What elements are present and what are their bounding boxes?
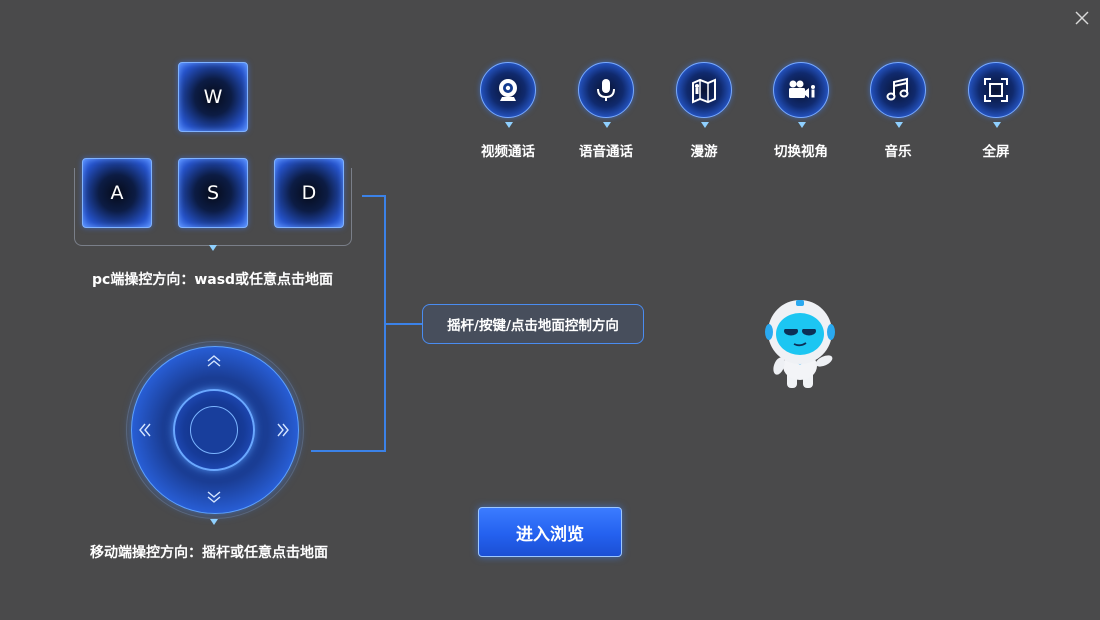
feature-voice-call[interactable]: 语音通话: [566, 62, 646, 162]
feature-indicator-icon: [798, 122, 806, 128]
enter-browse-button[interactable]: 进入浏览: [478, 507, 622, 557]
feature-label: 漫游: [690, 144, 718, 160]
connector-line-top: [362, 195, 386, 197]
key-s[interactable]: S: [178, 158, 248, 228]
key-w[interactable]: W: [178, 62, 248, 132]
webcam-icon: [480, 62, 536, 118]
feature-indicator-icon: [993, 122, 1001, 128]
microphone-icon: [578, 62, 634, 118]
feature-roaming[interactable]: 漫游: [664, 62, 744, 162]
pc-control-hint: pc端操控方向：wasd或任意点击地面: [92, 272, 334, 288]
close-icon: [1075, 11, 1089, 25]
fullscreen-icon: [968, 62, 1024, 118]
joystick-down-arrow-icon: [207, 491, 221, 503]
feature-label: 语音通话: [579, 144, 633, 160]
feature-indicator-icon: [505, 122, 513, 128]
feature-indicator-icon: [603, 122, 611, 128]
joystick-knob-center: [190, 406, 238, 454]
feature-label: 视频通话: [481, 144, 535, 160]
mascot-astronaut-icon: [765, 300, 835, 388]
feature-label: 音乐: [884, 144, 912, 160]
feature-indicator-icon: [895, 122, 903, 128]
key-d[interactable]: D: [274, 158, 344, 228]
feature-fullscreen[interactable]: 全屏: [956, 62, 1036, 162]
feature-label: 切换视角: [774, 144, 828, 160]
joystick-up-arrow-icon: [207, 355, 221, 367]
joystick-indicator-icon: [210, 519, 218, 525]
key-a[interactable]: A: [82, 158, 152, 228]
joystick-right-arrow-icon: [277, 423, 289, 437]
joystick-outer-ring: [126, 341, 304, 519]
joystick-left-arrow-icon: [139, 423, 151, 437]
feature-video-call[interactable]: 视频通话: [468, 62, 548, 162]
feature-label: 全屏: [982, 144, 1010, 160]
keyboard-indicator-icon: [209, 245, 217, 251]
camera-person-icon: [773, 62, 829, 118]
music-note-icon: [870, 62, 926, 118]
connector-line-bottom: [311, 450, 386, 452]
close-button[interactable]: [1072, 8, 1092, 28]
feature-indicator-icon: [701, 122, 709, 128]
feature-switch-view[interactable]: 切换视角: [761, 62, 841, 162]
control-hint-box: 摇杆/按键/点击地面控制方向: [422, 304, 644, 344]
map-tour-icon: [676, 62, 732, 118]
mobile-control-hint: 移动端操控方向：摇杆或任意点击地面: [90, 545, 328, 561]
feature-music[interactable]: 音乐: [858, 62, 938, 162]
connector-line-middle: [384, 323, 422, 325]
